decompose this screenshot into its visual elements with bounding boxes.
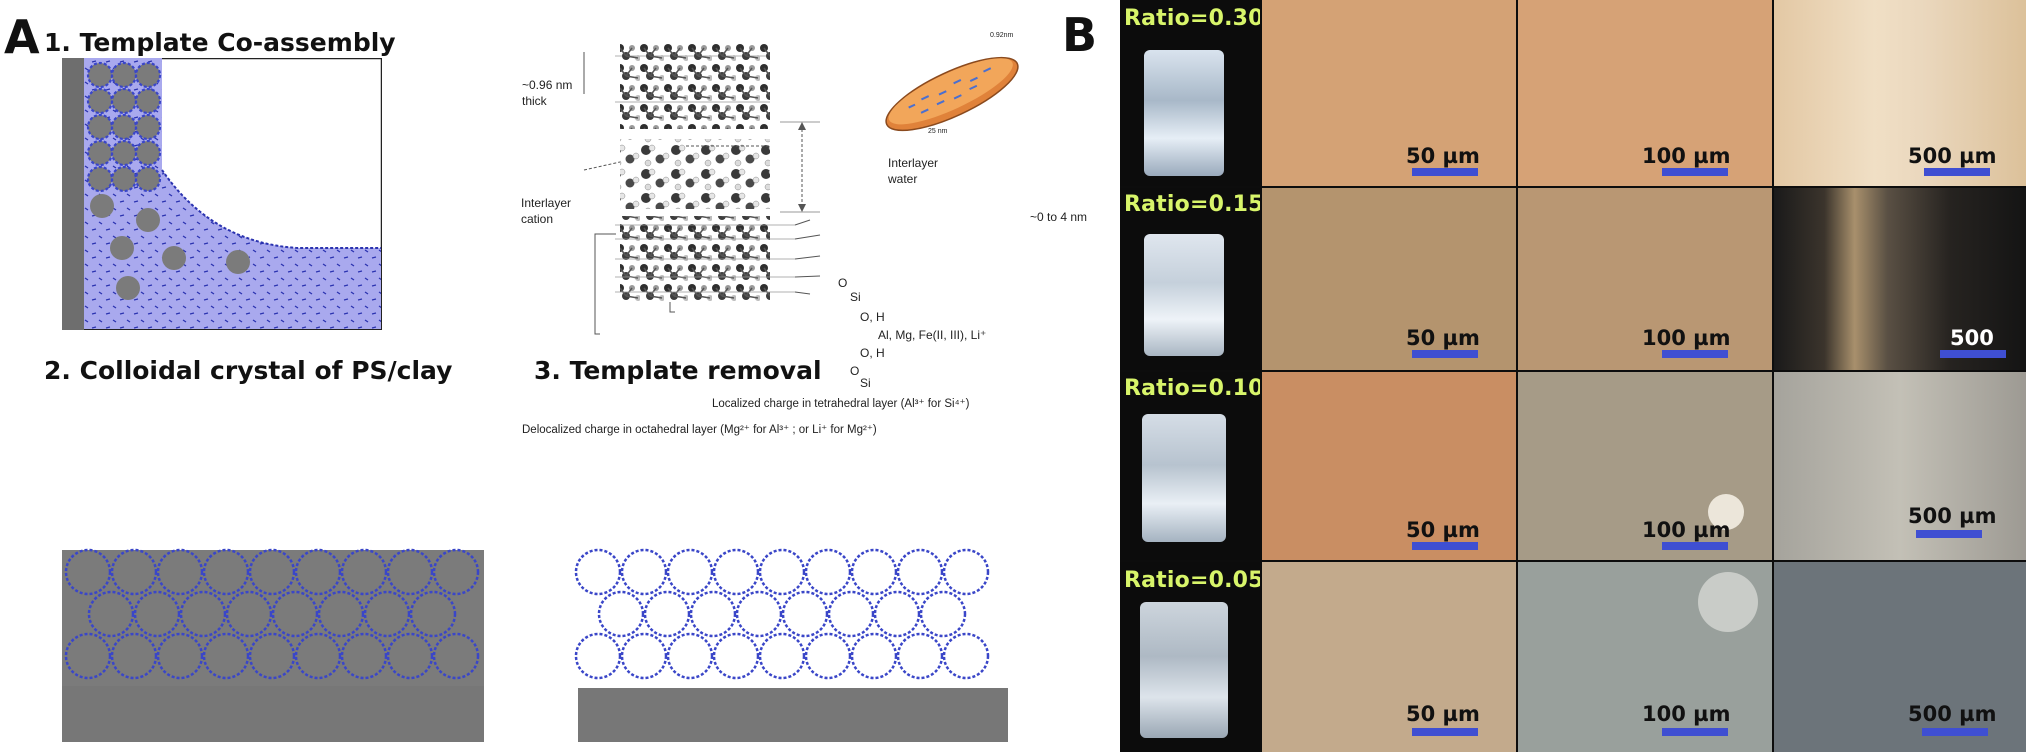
scale-bar-r4-c3	[1922, 728, 1988, 736]
scale-label-r3-c2: 100 µm	[1642, 518, 1731, 542]
scale-bar-r1-c2	[1662, 168, 1728, 176]
scale-bar-r2-c1	[1412, 350, 1478, 358]
micrograph-r2-c3: 500	[1774, 188, 2026, 370]
micrograph-r4-c3: 500 µm	[1774, 562, 2026, 752]
scale-bar-r4-c1	[1412, 728, 1478, 736]
vial-body	[1140, 602, 1228, 738]
ratio-label-row4: Ratio=0.05	[1124, 568, 1260, 593]
bright-spot	[1698, 572, 1758, 632]
micrograph-r3-c1: 50 µm	[1262, 372, 1516, 560]
spacing-label: ~0 to 4 nm	[1030, 210, 1088, 224]
si-label-bottom: Si	[860, 376, 871, 390]
interlayer-cation-label-2: cation	[521, 212, 554, 226]
ratio-label-row3: Ratio=0.10	[1124, 376, 1260, 401]
o-label-top: O	[838, 276, 848, 290]
ratio-label-row1: Ratio=0.30	[1124, 6, 1260, 31]
template-coassembly-illustration	[62, 58, 382, 330]
scale-label-r3-c3: 500 µm	[1908, 504, 1997, 528]
scale-bar-r1-c1	[1412, 168, 1478, 176]
o-label-bottom: O	[850, 364, 860, 378]
step1-title: 1. Template Co-assembly	[44, 28, 396, 57]
scale-bar-r4-c2	[1662, 728, 1728, 736]
vial-photo-row3: Ratio=0.10	[1120, 372, 1260, 560]
clay-structure-diagram: ~0.96 nm thick Interlayer cation Interla…	[520, 24, 1087, 436]
micrograph-r4-c2: 100 µm	[1518, 562, 1772, 752]
colloidal-crystal-illustration	[62, 542, 484, 742]
vial-photo-row2: Ratio=0.15	[1120, 188, 1260, 370]
scale-label-r1-c2: 100 µm	[1642, 144, 1731, 168]
scale-bar-r3-c1	[1412, 542, 1478, 550]
step2-title: 2. Colloidal crystal of PS/clay	[44, 356, 453, 385]
micrograph-r2-c1: 50 µm	[1262, 188, 1516, 370]
vial-body	[1144, 234, 1224, 356]
step3-title: 3. Template removal	[534, 356, 822, 385]
template-removal-illustration	[572, 532, 1012, 742]
disc-dimension-1: 0.92nm	[990, 32, 1014, 39]
micrograph-r2-c2: 100 µm	[1518, 188, 1772, 370]
thickness-label-1: ~0.96 nm	[522, 78, 573, 92]
interlayer-water-label-2: water	[888, 172, 918, 186]
scale-bar-r2-c2	[1662, 350, 1728, 358]
scale-label-r2-c1: 50 µm	[1406, 326, 1480, 350]
scale-label-r4-c2: 100 µm	[1642, 702, 1731, 726]
interlayer-water-label-1: Interlayer	[888, 156, 939, 170]
micrograph-r1-c2: 100 µm	[1518, 0, 1772, 186]
octahedral-note: Delocalized charge in octahedral layer (…	[522, 424, 877, 436]
vial-photo-row4: Ratio=0.05	[1120, 562, 1260, 752]
thickness-label-2: thick	[522, 94, 547, 108]
scale-label-r4-c1: 50 µm	[1406, 702, 1480, 726]
micrograph-grid: Ratio=0.30 50 µm 100 µm 500 µm Ratio=0.1…	[1120, 0, 2026, 752]
micrograph-r1-c1: 50 µm	[1262, 0, 1516, 186]
oh-label-top: O, H	[860, 310, 885, 324]
micrograph-r1-c3: 500 µm	[1774, 0, 2026, 186]
panel-b-letter: B	[1062, 8, 1098, 62]
scale-bar-r3-c3	[1916, 530, 1982, 538]
scale-label-r2-c3: 500	[1950, 326, 1994, 350]
scale-bar-r3-c2	[1662, 542, 1728, 550]
scale-label-r1-c1: 50 µm	[1406, 144, 1480, 168]
panel-a-letter: A	[4, 10, 40, 64]
si-label-top: Si	[850, 290, 861, 304]
scale-label-r2-c2: 100 µm	[1642, 326, 1731, 350]
scale-label-r3-c1: 50 µm	[1406, 518, 1480, 542]
disc-dimension-2: 25 nm	[928, 128, 948, 135]
vial-photo-row1: Ratio=0.30	[1120, 0, 1260, 186]
scale-label-r4-c3: 500 µm	[1908, 702, 1997, 726]
vial-body	[1144, 50, 1224, 176]
metals-label: Al, Mg, Fe(II, III), Li⁺	[878, 328, 987, 342]
oh-label-bottom: O, H	[860, 346, 885, 360]
micrograph-r3-c2: 100 µm	[1518, 372, 1772, 560]
micrograph-r3-c3: 500 µm	[1774, 372, 2026, 560]
micrograph-r4-c1: 50 µm	[1262, 562, 1516, 752]
tetrahedral-note: Localized charge in tetrahedral layer (A…	[712, 398, 970, 410]
ratio-label-row2: Ratio=0.15	[1124, 192, 1260, 217]
interlayer-cation-label-1: Interlayer	[521, 196, 572, 210]
bright-spot	[1708, 494, 1744, 530]
scale-bar-r1-c3	[1924, 168, 1990, 176]
scale-label-r1-c3: 500 µm	[1908, 144, 1997, 168]
scale-bar-r2-c3	[1940, 350, 2006, 358]
vial-body	[1142, 414, 1226, 542]
